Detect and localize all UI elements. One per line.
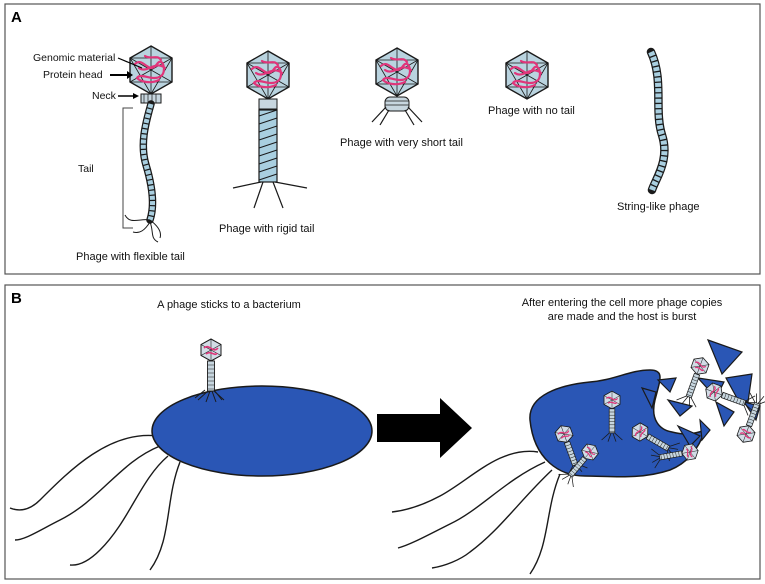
caption-burst-line1: After entering the cell more phage copie… [522,297,723,309]
annotation-tail: Tail [78,163,94,175]
caption-short-tail: Phage with very short tail [340,137,463,149]
short-tail-phage: Phage with very short tail [340,46,463,149]
caption-string-like: String-like phage [617,201,700,213]
panel-a-label: A [11,9,22,26]
panel-b: B A phage sticks to a bacterium After en… [4,284,765,580]
annotation-neck: Neck [92,90,117,102]
panel-b-label: B [11,290,22,307]
panel-a: A Genomic material Protein head Neck Tai… [4,3,761,275]
flagella-right [391,450,561,575]
annotation-genomic-material: Genomic material [33,52,115,64]
flagella-left [9,434,181,571]
no-tail-phage: Phage with no tail [488,49,575,117]
annotations: Genomic material Protein head Neck Tail … [33,52,185,263]
annotation-protein-head: Protein head [43,69,103,81]
caption-rigid-tail: Phage with rigid tail [219,223,314,235]
string-like-phage: String-like phage [617,47,700,213]
caption-sticks: A phage sticks to a bacterium [157,299,301,311]
burst-bacterium [529,369,707,478]
flexible-tail-phage [124,44,174,243]
caption-flexible-tail: Phage with flexible tail [76,251,185,263]
caption-burst-line2: are made and the host is burst [548,311,697,323]
rigid-tail-phage: Phage with rigid tail [219,49,314,235]
bacterium [151,385,373,477]
transition-arrow [377,398,472,458]
caption-no-tail: Phage with no tail [488,105,575,117]
panel-a-frame [4,3,761,275]
